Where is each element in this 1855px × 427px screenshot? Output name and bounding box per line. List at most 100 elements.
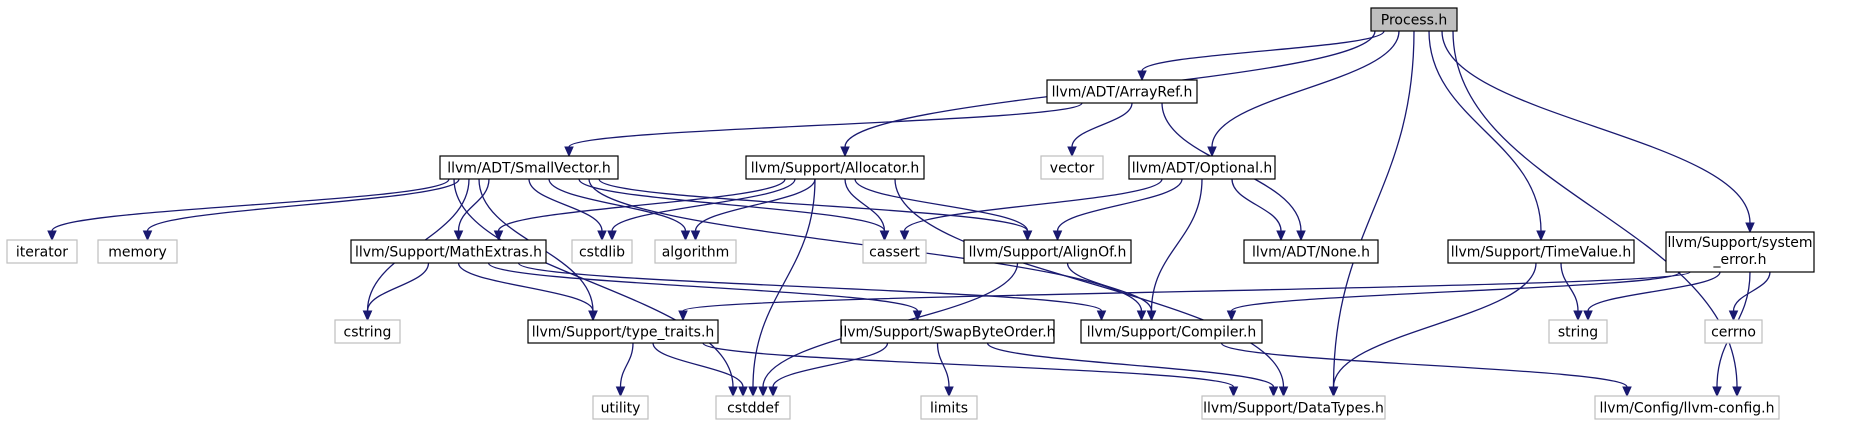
node-box <box>1201 395 1386 420</box>
node-label: iterator <box>16 245 68 261</box>
arrowhead-icon <box>607 230 617 242</box>
edge-allocator-to-cstdlib <box>607 178 796 242</box>
arrowhead-icon <box>493 230 504 242</box>
edge-typetraits-to-datatypes <box>702 342 1239 398</box>
node-none[interactable]: llvm/ADT/None.h <box>1243 239 1379 264</box>
edge-timevalue-to-string <box>1560 262 1583 322</box>
edge-line <box>652 342 744 388</box>
node-label: llvm/Support/SwapByteOrder.h <box>839 325 1055 341</box>
node-process[interactable]: Process.h <box>1370 7 1458 32</box>
arrowhead-icon <box>1732 386 1742 398</box>
node-box <box>1447 239 1635 264</box>
arrowhead-icon <box>1573 310 1583 322</box>
node-label: llvm/Support/TimeValue.h <box>1451 245 1632 261</box>
arrowhead-icon <box>879 230 890 242</box>
edge-line <box>702 342 1235 388</box>
node-alignof[interactable]: llvm/Support/AlignOf.h <box>963 239 1132 264</box>
node-label: llvm/Config/llvm-config.h <box>1600 401 1775 417</box>
edge-smallvector-to-cstdlib <box>528 178 607 242</box>
node-cerrno: cerrno <box>1704 319 1763 344</box>
edge-line <box>548 178 687 232</box>
edge-systemerror-to-cerrno <box>1728 271 1771 322</box>
node-box <box>1243 239 1379 264</box>
edge-line <box>146 178 460 232</box>
node-label: cstring <box>344 325 392 341</box>
edge-mathextras-to-compiler <box>517 262 1107 322</box>
edge-mathextras-to-cstring <box>362 262 430 322</box>
node-box <box>1704 319 1763 344</box>
node-box <box>97 239 178 264</box>
edge-mathextras-to-typetraits <box>457 262 598 322</box>
node-cstdlib: cstdlib <box>571 239 633 264</box>
edge-allocator-to-alignof <box>854 178 1033 242</box>
arrowhead-icon <box>1745 222 1755 234</box>
arrowhead-icon <box>1052 230 1063 242</box>
node-label: llvm/ADT/Optional.h <box>1132 161 1273 177</box>
arrowhead-icon <box>597 230 607 242</box>
edge-line <box>1332 30 1415 388</box>
node-llvmconfig: llvm/Config/llvm-config.h <box>1594 395 1780 420</box>
edge-line <box>568 102 1083 148</box>
edge-line <box>1066 262 1153 312</box>
node-allocator[interactable]: llvm/Support/Allocator.h <box>745 155 925 180</box>
arrowhead-icon <box>1226 310 1237 322</box>
edge-allocator-to-mathextras <box>493 178 786 242</box>
node-box <box>6 239 78 264</box>
node-label-line: _error.h <box>1713 252 1767 268</box>
edge-allocator-to-cstddef <box>748 178 816 398</box>
edge-compiler-to-llvmconfig <box>1220 342 1632 398</box>
node-smallvector[interactable]: llvm/ADT/SmallVector.h <box>439 155 619 180</box>
edge-swapbyteorder-to-cstddef <box>768 342 889 398</box>
node-timevalue[interactable]: llvm/Support/TimeValue.h <box>1447 239 1635 264</box>
edge-line <box>619 342 634 388</box>
arrowhead-icon <box>738 386 748 398</box>
edge-line <box>694 178 816 232</box>
node-swapbyteorder[interactable]: llvm/Support/SwapByteOrder.h <box>839 319 1056 344</box>
edge-systemerror-to-string <box>1583 271 1721 322</box>
arrowhead-icon <box>748 386 758 398</box>
edge-line <box>366 262 430 312</box>
node-systemerror[interactable]: llvm/Support/system_error.h <box>1665 231 1815 273</box>
arrowhead-icon <box>1022 230 1033 242</box>
edge-line <box>578 178 886 232</box>
edge-line <box>1732 271 1771 312</box>
node-limits: limits <box>920 395 978 420</box>
node-arrayref[interactable]: llvm/ADT/ArrayRef.h <box>1046 79 1198 104</box>
node-label: cassert <box>869 245 920 261</box>
node-cstddef: cstddef <box>715 395 791 420</box>
edge-smallvector-to-memory <box>142 178 460 242</box>
arrowhead-icon <box>1228 386 1239 398</box>
edge-optional-to-alignof <box>1052 178 1183 242</box>
node-compiler[interactable]: llvm/Support/Compiler.h <box>1080 319 1263 344</box>
node-typetraits[interactable]: llvm/Support/type_traits.h <box>527 319 719 344</box>
edge-smallvector-to-iterator <box>47 178 450 242</box>
node-box <box>745 155 925 180</box>
arrowhead-icon <box>1137 70 1147 82</box>
node-box <box>654 239 737 264</box>
node-mathextras[interactable]: llvm/Support/MathExtras.h <box>350 239 547 264</box>
edge-line <box>844 178 886 232</box>
edge-smallvector-to-algorithm <box>548 178 691 242</box>
edge-line <box>1231 178 1282 232</box>
node-optional[interactable]: llvm/ADT/Optional.h <box>1128 155 1276 180</box>
node-string: string <box>1548 319 1608 344</box>
arrowhead-icon <box>1328 386 1339 398</box>
edge-line <box>1332 262 1537 388</box>
arrowhead-icon <box>1536 230 1546 242</box>
node-label: llvm/ADT/None.h <box>1252 245 1370 261</box>
node-label-line: llvm/Support/system <box>1667 235 1812 251</box>
edge-line <box>854 178 1029 232</box>
edge-line <box>1071 102 1133 148</box>
arrowhead-icon <box>1268 386 1279 398</box>
edge-line <box>457 178 490 232</box>
edge-typetraits-to-cstddef <box>652 342 748 398</box>
arrowhead-icon <box>1712 386 1722 398</box>
arrowhead-icon <box>1278 386 1289 398</box>
node-box <box>334 319 401 344</box>
node-box <box>1594 395 1780 420</box>
edge-line <box>1428 30 1542 232</box>
edge-line <box>1211 30 1400 148</box>
edge-typetraits-to-utility <box>615 342 634 398</box>
edge-arrayref-to-smallvector <box>564 102 1083 158</box>
